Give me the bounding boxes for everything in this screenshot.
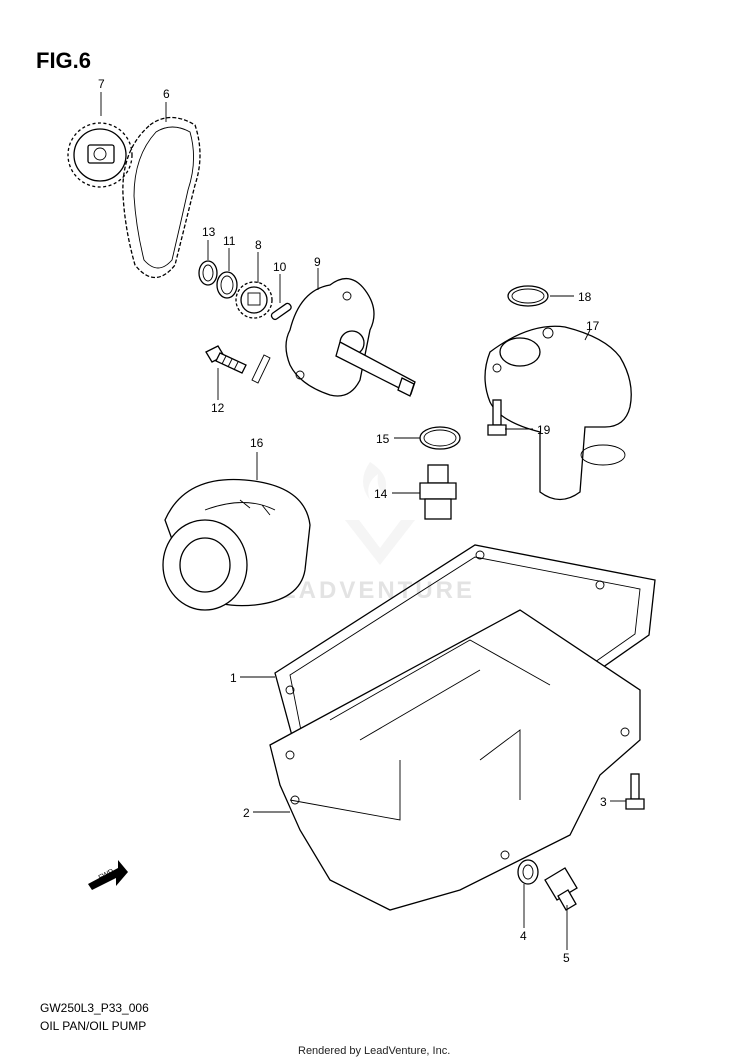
callout-17: 17 [586, 319, 600, 333]
callout-12: 12 [211, 401, 225, 415]
callout-8: 8 [255, 238, 262, 252]
callout-10: 10 [273, 260, 287, 274]
model-code: GW250L3_P33_006 [40, 1001, 149, 1015]
pin-10 [270, 302, 292, 321]
callout-4: 4 [520, 929, 527, 943]
ring-13 [198, 260, 218, 286]
chain-6 [122, 116, 201, 279]
bolt-12 [205, 345, 271, 384]
leader-lines [100, 92, 626, 950]
callout-16: 16 [250, 436, 264, 450]
sprocket-7 [67, 122, 133, 188]
drain-plug-5 [544, 867, 578, 911]
callout-18: 18 [578, 290, 592, 304]
fwd-arrow-icon: FWD [88, 860, 128, 890]
ring-11 [216, 271, 238, 299]
callout-19: 19 [537, 423, 551, 437]
callout-6: 6 [163, 87, 170, 101]
gear-8 [235, 281, 273, 319]
callout-5: 5 [563, 951, 570, 965]
rendered-by: Rendered by LeadVenture, Inc. [298, 1045, 450, 1057]
o-ring-18 [507, 285, 549, 307]
callout-1: 1 [230, 671, 237, 685]
callout-11: 11 [223, 234, 236, 248]
callout-15: 15 [376, 432, 390, 446]
watermark-logo [345, 462, 415, 565]
oil-pump-9 [285, 278, 416, 397]
oil-filter-16 [162, 478, 311, 611]
callout-13: 13 [202, 225, 216, 239]
callout-7: 7 [98, 77, 105, 91]
switch-14 [419, 464, 457, 520]
callout-14: 14 [374, 487, 388, 501]
bolt-3 [625, 773, 645, 810]
washer-4 [517, 859, 539, 885]
o-ring-15 [419, 426, 461, 450]
callout-2: 2 [243, 806, 250, 820]
bolt-19 [487, 399, 507, 436]
oil-pan-2 [269, 609, 641, 911]
callout-9: 9 [314, 255, 321, 269]
callout-labels: 7 6 13 11 8 10 9 12 18 17 19 15 14 16 1 … [98, 77, 607, 965]
callout-3: 3 [600, 795, 607, 809]
figure-caption: OIL PAN/OIL PUMP [40, 1019, 146, 1033]
oil-cover-17 [484, 325, 632, 501]
figure-title: FIG.6 [36, 48, 91, 73]
